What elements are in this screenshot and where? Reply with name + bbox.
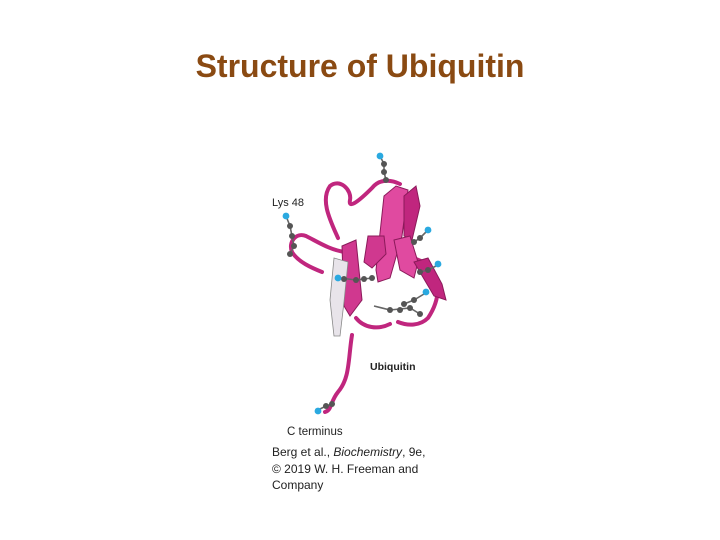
credit-company: Company xyxy=(272,478,324,492)
strand-6 xyxy=(413,257,447,301)
credit-copyright: © 2019 W. H. Freeman and xyxy=(272,461,419,476)
loop-bottom xyxy=(354,316,392,330)
strand-5 xyxy=(393,235,419,279)
loop-top xyxy=(323,178,402,240)
c-terminus-label: C terminus xyxy=(287,426,343,438)
beta-strands xyxy=(341,185,447,317)
ubiquitin-ribbon-diagram xyxy=(282,152,447,415)
nitrogen-atoms xyxy=(282,152,442,415)
credit-authors: Berg et al., xyxy=(272,445,334,459)
credit-edition: , 9e, xyxy=(402,445,426,459)
strand-3 xyxy=(403,185,421,241)
strand-4 xyxy=(363,235,387,269)
slide-title: Structure of Ubiquitin xyxy=(195,48,525,84)
ubiquitin-label: Ubiquitin xyxy=(370,361,416,373)
carbon-atoms xyxy=(287,161,431,409)
figure-credit: Berg et al., Biochemistry, 9e, © 2019 W.… xyxy=(272,444,462,494)
lys48-label: Lys 48 xyxy=(272,197,305,209)
c-terminal-tail xyxy=(323,333,354,414)
credit-book: Biochemistry xyxy=(333,445,403,459)
strand-2 xyxy=(375,185,409,283)
loop-lys48 xyxy=(289,233,347,274)
